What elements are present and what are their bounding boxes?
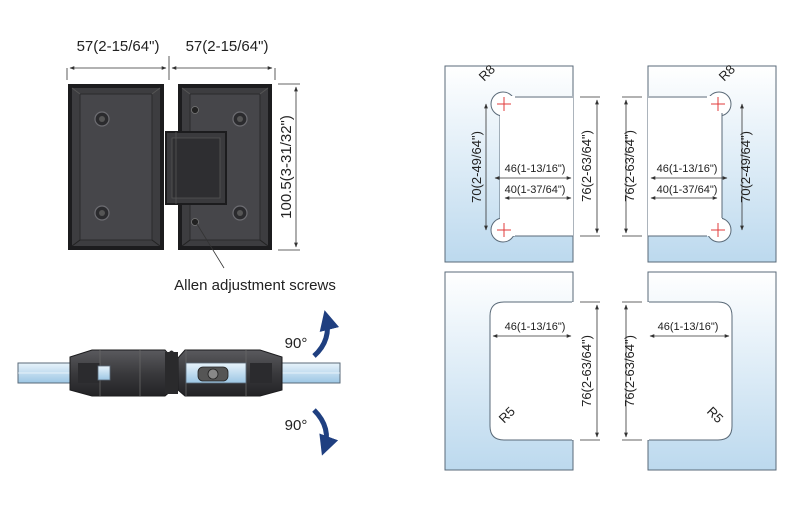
angle-up-label: 90° bbox=[285, 335, 308, 352]
allen-screw-icon bbox=[191, 106, 199, 114]
cutout-bottom-left: 46(1-13/16") R5 76(2-63/64") bbox=[444, 271, 600, 471]
screw-icon bbox=[232, 205, 248, 221]
hinge-top-view: 90° 90° bbox=[17, 310, 341, 456]
hole-center-icon bbox=[711, 97, 725, 111]
width-inner-label: 40(1-37/64") bbox=[505, 184, 566, 196]
width-left-label: 57(2-15/64") bbox=[77, 38, 160, 55]
screw-icon bbox=[94, 205, 110, 221]
allen-callout-label: Allen adjustment screws bbox=[174, 277, 336, 294]
width-outer-label: 46(1-13/16") bbox=[505, 163, 566, 175]
angle-down-label: 90° bbox=[285, 417, 308, 434]
rotate-down-arrow-icon bbox=[312, 408, 339, 456]
height-label: 100.5(3-31/32") bbox=[278, 115, 295, 219]
height-label: 76(2-63/64") bbox=[622, 335, 637, 407]
cutout-top-left: R8 70(2-49/64") 76(2-63/64") 46(1-13/16"… bbox=[444, 62, 600, 263]
width-right-label: 57(2-15/64") bbox=[186, 38, 269, 55]
hole-spacing-label: 70(2-49/64") bbox=[469, 131, 484, 203]
rotate-up-arrow-icon bbox=[312, 310, 340, 358]
height-label: 76(2-63/64") bbox=[579, 335, 594, 407]
width-inner-label: 40(1-37/64") bbox=[657, 184, 718, 196]
allen-screw-icon bbox=[191, 218, 199, 226]
height-label: 76(2-63/64") bbox=[579, 130, 594, 202]
width-label: 46(1-13/16") bbox=[658, 321, 719, 333]
hole-spacing-label: 70(2-49/64") bbox=[738, 131, 753, 203]
cutout-bottom-right: 46(1-13/16") R5 76(2-63/64") bbox=[622, 271, 777, 471]
height-label: 76(2-63/64") bbox=[622, 130, 637, 202]
hinge-front-view: 57(2-15/64") 57(2-15/64") bbox=[66, 38, 336, 294]
hole-center-icon bbox=[497, 223, 511, 237]
width-label: 46(1-13/16") bbox=[505, 321, 566, 333]
cutout-top-right: R8 76(2-63/64") 70(2-49/64") 46(1-13/16"… bbox=[622, 62, 777, 263]
screw-icon bbox=[232, 111, 248, 127]
screw-icon bbox=[94, 111, 110, 127]
hole-center-icon bbox=[497, 97, 511, 111]
width-outer-label: 46(1-13/16") bbox=[657, 163, 718, 175]
hole-center-icon bbox=[711, 223, 725, 237]
